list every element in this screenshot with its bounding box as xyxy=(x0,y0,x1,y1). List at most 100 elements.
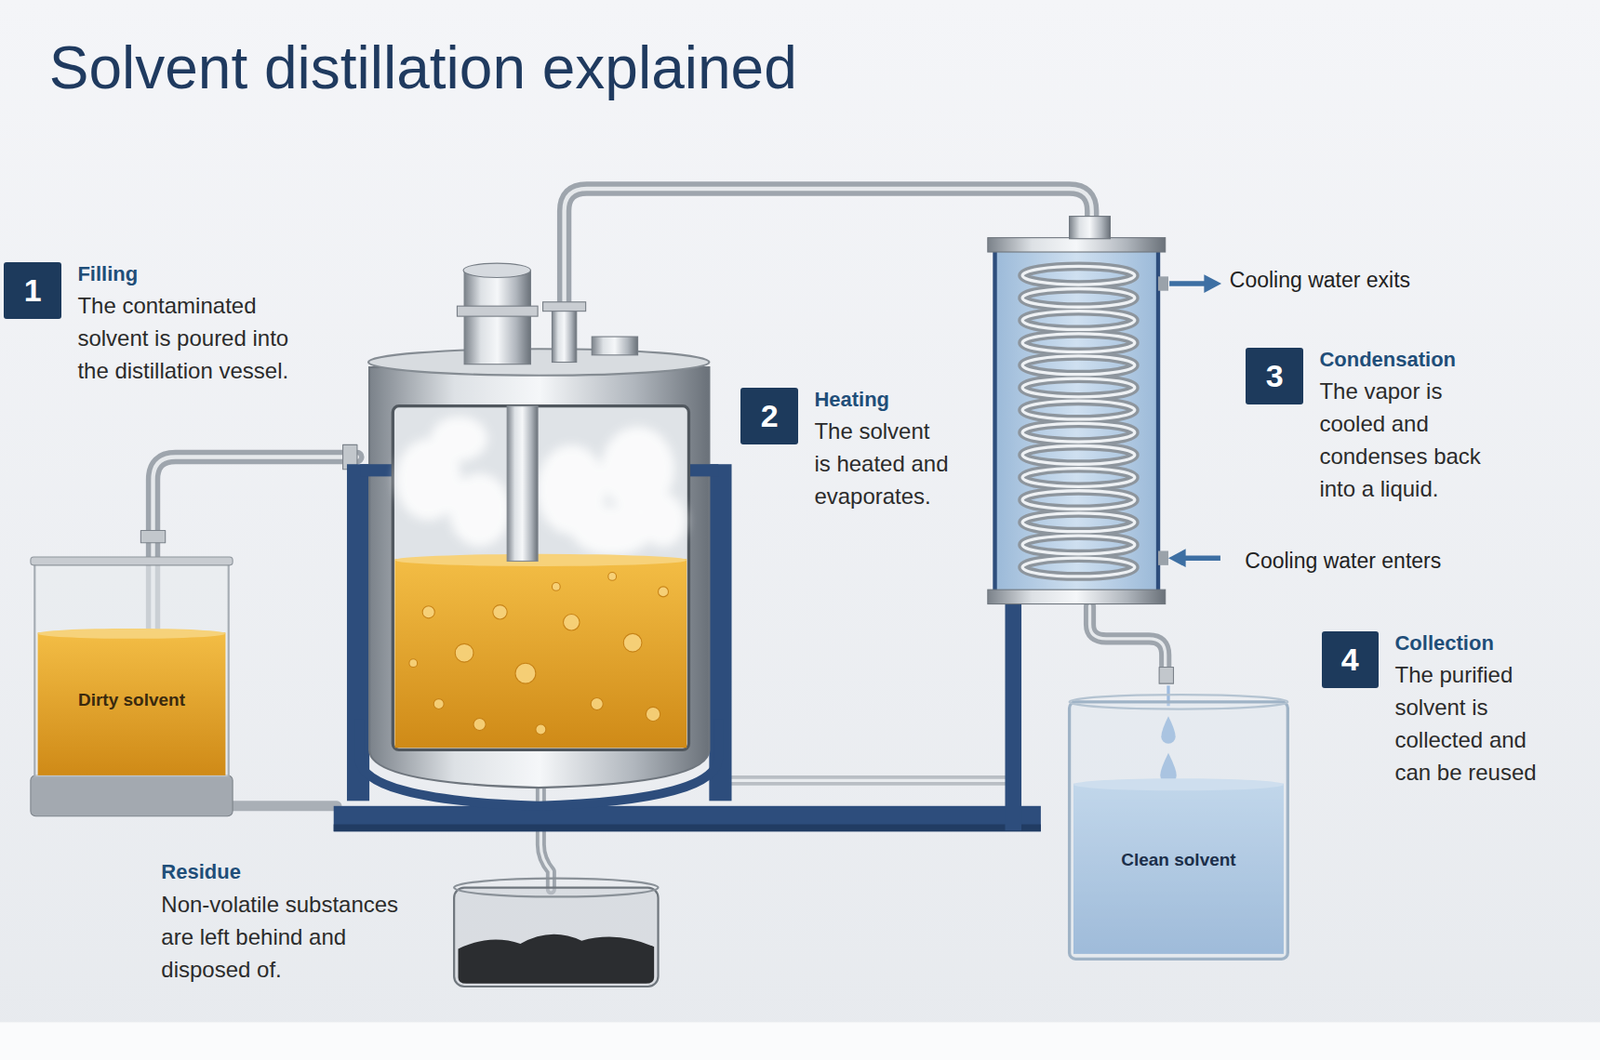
beaker-label-area: Clean solvent xyxy=(1069,698,1289,960)
residue-heading: Residue xyxy=(160,860,241,885)
distillation-vessel xyxy=(456,306,538,317)
distillation-vessel xyxy=(506,406,538,562)
distillation-vessel xyxy=(463,263,531,278)
clean-solvent-beaker xyxy=(1069,702,1289,960)
condenser xyxy=(1022,400,1135,420)
condenser xyxy=(1022,311,1135,331)
step-callout: 4 CollectionThe purified solvent is colle… xyxy=(1321,631,1548,789)
callout-number: 2 xyxy=(740,387,798,445)
condenser xyxy=(1022,333,1135,353)
condenser xyxy=(1022,513,1135,533)
background xyxy=(0,1022,1600,1060)
distillation-vessel xyxy=(515,663,536,684)
diagram-title: Solvent distillation explained xyxy=(49,38,798,98)
pipework xyxy=(1090,606,1166,672)
condenser xyxy=(987,589,1166,604)
distillation-vessel xyxy=(591,336,638,356)
pipework xyxy=(1159,667,1174,685)
residue-note: Non-volatile substances are left behind … xyxy=(160,888,409,987)
distillation-vessel xyxy=(658,586,669,598)
step-text: CollectionThe purified solvent is collec… xyxy=(1394,631,1548,789)
distillation-vessel xyxy=(473,718,486,731)
distillation-vessel xyxy=(454,643,474,663)
condenser xyxy=(1022,266,1135,285)
condenser xyxy=(1022,513,1135,533)
distillation-vessel xyxy=(571,506,654,556)
condenser xyxy=(1022,378,1135,398)
condenser xyxy=(1022,266,1135,285)
condenser xyxy=(1004,604,1022,832)
condenser xyxy=(987,238,1166,253)
condenser xyxy=(1022,266,1135,577)
condenser xyxy=(1069,216,1111,240)
distillation-vessel xyxy=(640,493,686,547)
step-text: FillingThe contaminated solvent is poure… xyxy=(77,262,294,387)
pipework xyxy=(726,779,1005,783)
pipework xyxy=(140,188,1174,891)
condenser xyxy=(1022,558,1135,577)
step-callout: 2 HeatingThe solvent is heated and evapor… xyxy=(740,387,950,513)
callout-number-text: 1 xyxy=(24,272,42,309)
beaker-label: Dirty solvent xyxy=(32,689,231,712)
pipework xyxy=(140,531,165,544)
condenser xyxy=(1022,266,1135,577)
dirty-solvent-beaker xyxy=(30,557,233,566)
beaker-label: Clean solvent xyxy=(1069,849,1289,872)
distillation-vessel xyxy=(333,806,1041,832)
pipework xyxy=(224,800,337,812)
step-heading: Condensation xyxy=(1319,347,1487,373)
condenser xyxy=(1022,333,1135,353)
step-heading: Collection xyxy=(1394,631,1548,656)
distillation-vessel xyxy=(464,270,531,365)
cooling-water-arrow xyxy=(1168,548,1187,568)
condenser xyxy=(995,244,1160,598)
step-callout: 1 FillingThe contaminated solvent is pour… xyxy=(3,262,293,387)
condenser xyxy=(1022,445,1135,465)
cooling-water-arrow xyxy=(1203,274,1222,294)
distillation-vessel xyxy=(535,724,547,735)
condenser xyxy=(1022,400,1135,420)
condenser xyxy=(1022,468,1135,488)
condenser xyxy=(1022,445,1135,465)
condenser xyxy=(1158,276,1169,291)
distillation-vessel xyxy=(563,614,581,632)
condenser xyxy=(1022,356,1135,375)
distillation-vessel xyxy=(395,554,688,567)
pipework xyxy=(1090,606,1166,672)
pipework xyxy=(726,775,1005,787)
distillation-vessel xyxy=(645,706,660,721)
condenser xyxy=(1022,558,1135,577)
condenser xyxy=(1022,468,1135,488)
step-body: The vapor is cooled and condenses back i… xyxy=(1319,374,1487,506)
clean-solvent-beaker xyxy=(1069,685,1289,960)
step-heading: Heating xyxy=(813,387,950,413)
distillation-vessel xyxy=(449,473,511,547)
callout-number-text: 3 xyxy=(1266,358,1284,395)
residue-dish xyxy=(458,934,655,985)
distillation-vessel xyxy=(368,348,709,376)
distillation-vessel xyxy=(551,306,576,362)
condenser xyxy=(1022,289,1135,308)
condenser xyxy=(1158,550,1169,565)
distillation-vessel xyxy=(543,302,587,312)
step-text: CondensationThe vapor is cooled and cond… xyxy=(1319,347,1487,506)
flow-label: Cooling water exits xyxy=(1229,266,1411,294)
distillation-vessel xyxy=(409,659,418,668)
distillation-vessel xyxy=(551,583,560,592)
condenser xyxy=(1022,356,1135,375)
residue-dish xyxy=(453,879,658,898)
distillation-vessel xyxy=(623,633,642,653)
cooling-water-arrow xyxy=(1169,280,1206,286)
dirty-solvent-beaker xyxy=(34,560,228,778)
beaker-label-area: Dirty solvent xyxy=(32,559,231,807)
step-body: The solvent is heated and evaporates. xyxy=(813,414,950,513)
distillation-vessel xyxy=(608,573,617,582)
step-callout: 3 CondensationThe vapor is cooled and con… xyxy=(1245,347,1487,506)
flow-label: Cooling water enters xyxy=(1244,547,1441,574)
distillation-vessel xyxy=(369,367,709,788)
cooling-water-arrow xyxy=(1183,555,1220,560)
callout-number: 4 xyxy=(1321,631,1379,689)
